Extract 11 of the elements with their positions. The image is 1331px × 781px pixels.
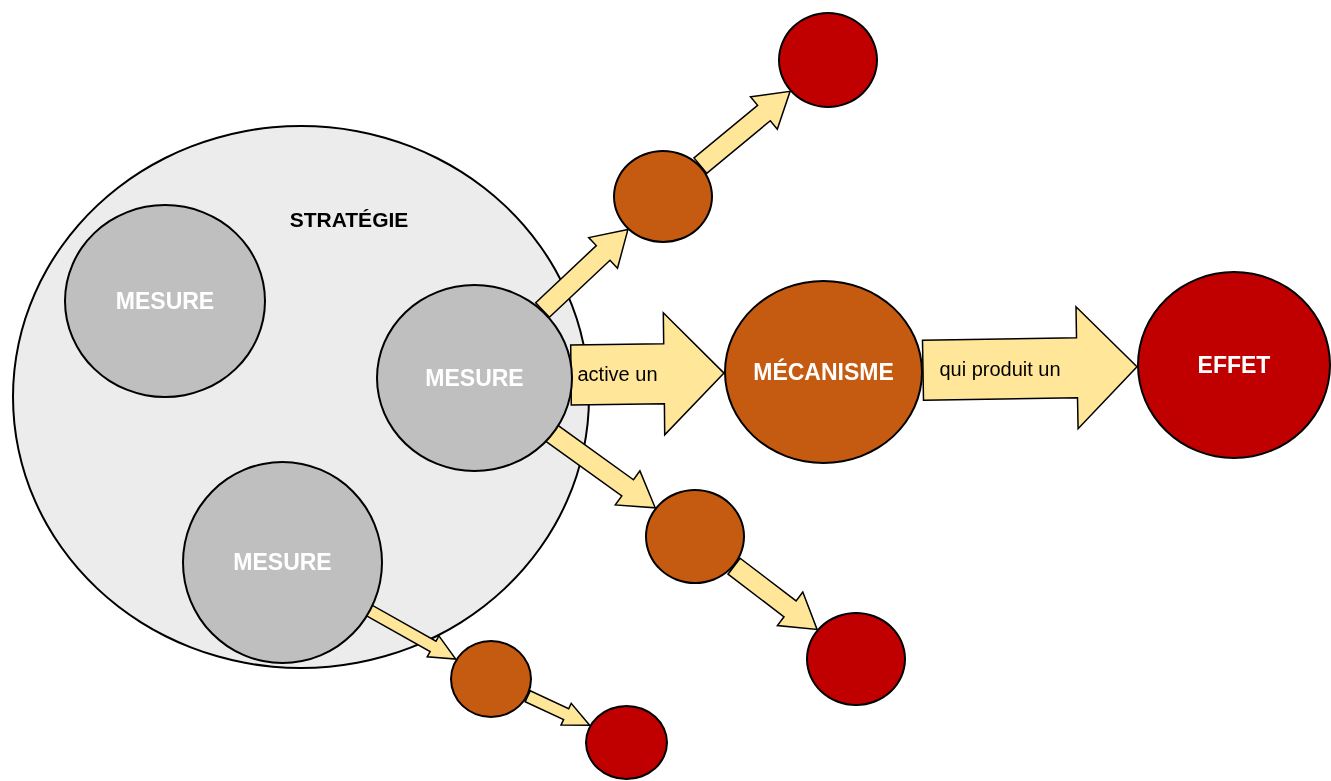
- node-label: EFFET: [1197, 350, 1271, 380]
- node-label: MÉCANISME: [753, 357, 894, 387]
- node-label: STRATÉGIE: [289, 208, 409, 232]
- block-arrow: [524, 689, 592, 726]
- block-arrow: [726, 557, 819, 631]
- node-label: MESURE: [425, 363, 524, 393]
- block-arrow: [534, 228, 629, 319]
- block-arrow: [544, 423, 657, 509]
- node-label: MESURE: [115, 286, 215, 316]
- node-label: MESURE: [233, 548, 332, 578]
- block-arrow: [692, 90, 792, 175]
